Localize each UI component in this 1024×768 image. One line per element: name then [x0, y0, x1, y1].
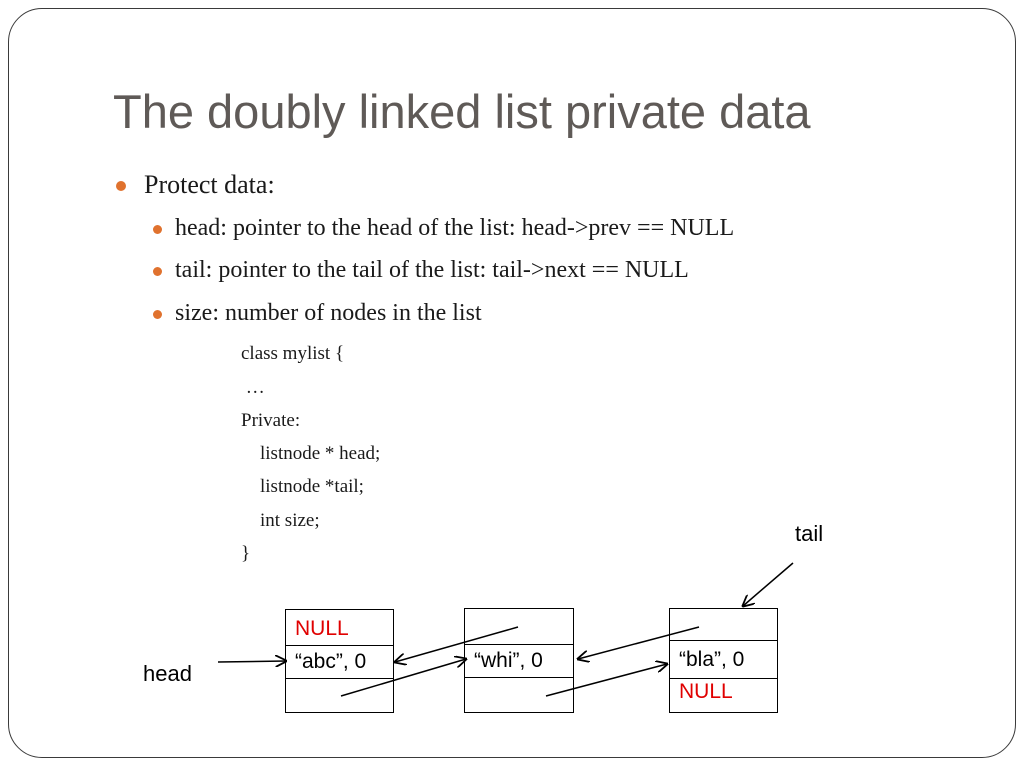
- node-divider: [285, 678, 394, 679]
- bullet-text: size: number of nodes in the list: [175, 300, 482, 326]
- bullet-tail: tail: pointer to the tail of the list: t…: [153, 257, 689, 284]
- bullet-head: head: pointer to the head of the list: h…: [153, 215, 735, 242]
- bullet-dot-icon: [153, 310, 162, 319]
- code-line: }: [241, 543, 251, 564]
- code-line: listnode * head;: [241, 443, 381, 464]
- node-divider: [669, 678, 778, 679]
- node-value: “bla”, 0: [679, 648, 745, 671]
- node-divider: [464, 644, 574, 645]
- bullet-dot-icon: [153, 267, 162, 276]
- node-value: “abc”, 0: [295, 650, 367, 673]
- node-next-null: NULL: [679, 680, 733, 703]
- node-divider: [464, 677, 574, 678]
- bullet-text: tail: pointer to the tail of the list: t…: [175, 257, 689, 283]
- bullet-dot-icon: [153, 225, 162, 234]
- head-pointer-arrow: [217, 661, 286, 662]
- code-line: class mylist {: [241, 343, 345, 364]
- next-pointer-arrow: [545, 664, 667, 697]
- node-value: “whi”, 0: [474, 649, 543, 672]
- slide-title: The doubly linked list private data: [113, 85, 811, 138]
- bullet-text: head: pointer to the head of the list: h…: [175, 215, 735, 241]
- node-prev-null: NULL: [295, 617, 349, 640]
- tail-label: tail: [795, 521, 824, 546]
- tail-pointer-arrow: [743, 562, 794, 606]
- prev-pointer-arrow: [395, 626, 519, 662]
- next-pointer-arrow: [340, 659, 466, 697]
- bullet-protect-data: Protect data:: [116, 170, 275, 200]
- node-divider: [669, 640, 778, 641]
- node-divider: [285, 645, 394, 646]
- prev-pointer-arrow: [578, 626, 700, 659]
- bullet-size: size: number of nodes in the list: [153, 300, 482, 327]
- slide-frame: [8, 8, 1016, 758]
- code-line: Private:: [241, 410, 301, 431]
- code-line: int size;: [241, 510, 320, 531]
- code-line: …: [241, 377, 265, 398]
- bullet-text: Protect data:: [144, 170, 275, 199]
- head-label: head: [143, 661, 192, 686]
- bullet-dot-icon: [116, 181, 126, 191]
- code-line: listnode *tail;: [241, 476, 364, 497]
